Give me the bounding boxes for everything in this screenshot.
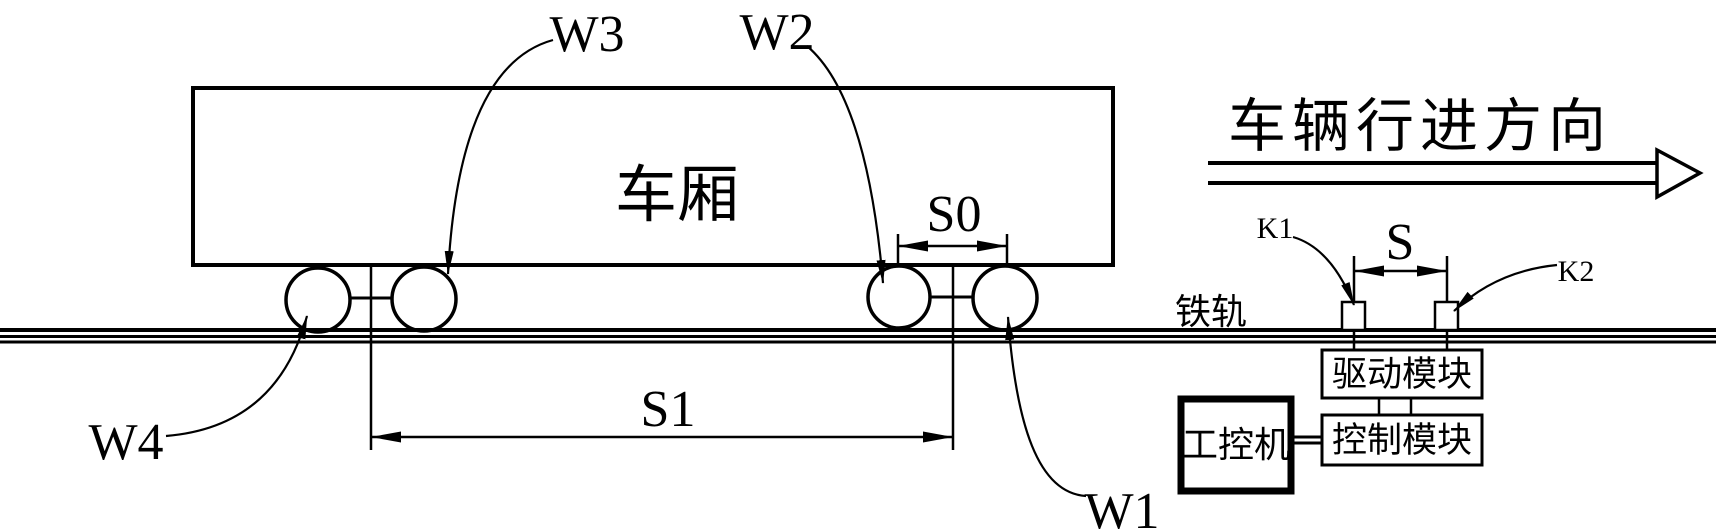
- wheel-w2-label: W2: [739, 4, 814, 61]
- rail-track: [0, 328, 1716, 344]
- industrial-computer-label: 工控机: [1182, 425, 1290, 465]
- control-module-label: 控制模块: [1332, 421, 1472, 460]
- w2-leader-arrow: [806, 45, 886, 284]
- dim-s0-label: S0: [927, 186, 982, 243]
- sensor-k2-label: K2: [1558, 255, 1595, 288]
- industrial-computer-box: [1177, 395, 1295, 495]
- sensor-k1-box: [1340, 300, 1367, 332]
- dim-s-label: S: [1386, 214, 1415, 271]
- control-module-box: [1320, 413, 1484, 467]
- direction-arrow-icon: [1208, 147, 1704, 200]
- k1-leader-arrow: [1292, 235, 1356, 306]
- wheel-w3: [390, 265, 458, 333]
- direction-arrow-head: [1655, 147, 1704, 200]
- drive-module-label: 驱动模块: [1332, 355, 1472, 394]
- sensor-k1-label: K1: [1257, 212, 1294, 245]
- carriage-label: 车厢: [615, 162, 739, 230]
- w4-leader-arrow: [165, 315, 309, 438]
- wheel-w1-label: W1: [1084, 483, 1159, 532]
- wheel-w4-label: W4: [88, 414, 163, 471]
- wheel-w1: [971, 264, 1039, 332]
- dim-s1-label: S1: [641, 381, 696, 438]
- w1-leader-arrow: [1005, 316, 1087, 498]
- rail-label: 铁轨: [1175, 292, 1247, 332]
- direction-label: 车辆行进方向: [1228, 94, 1612, 159]
- wheel-w3-label: W3: [549, 6, 624, 63]
- wheel-w2: [866, 264, 932, 330]
- sensor-k2-box: [1433, 300, 1460, 332]
- w3-leader-arrow: [444, 38, 554, 275]
- k2-leader-arrow: [1453, 263, 1558, 312]
- wheel-w4: [284, 266, 352, 334]
- drive-module-box: [1320, 348, 1484, 400]
- carriage-body: [191, 86, 1115, 267]
